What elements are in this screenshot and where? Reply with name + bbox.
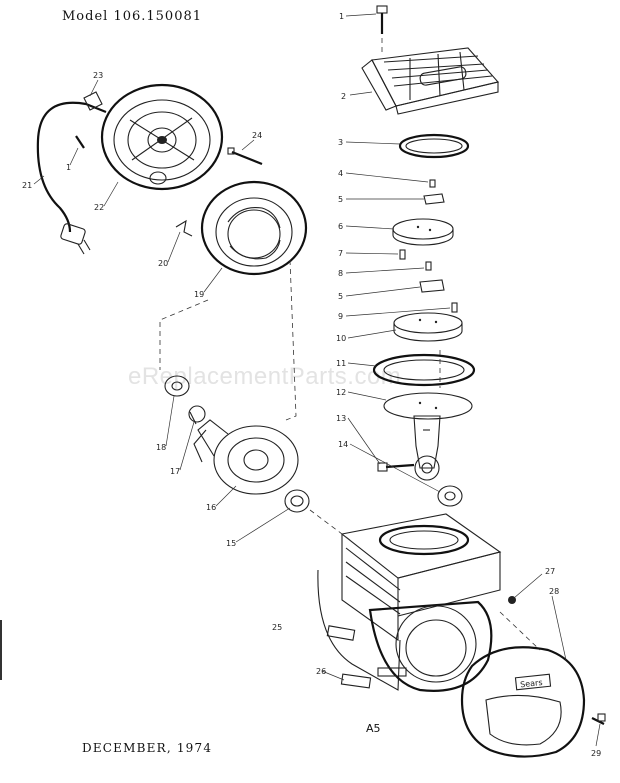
part-reed-valve-upper xyxy=(423,193,445,205)
part-screw-8 xyxy=(425,261,432,271)
label-part-16: 16 xyxy=(206,503,216,512)
part-screw-9 xyxy=(451,302,458,313)
part-rotor-fan-assembly xyxy=(189,411,299,495)
model-number: Model 106.150081 xyxy=(62,9,203,24)
part-crankcase-housing xyxy=(317,513,502,692)
part-end-cover: Sears xyxy=(460,646,586,758)
part-end-bell xyxy=(100,83,224,191)
label-part-11: 11 xyxy=(336,359,346,368)
label-part-3: 3 xyxy=(338,138,343,147)
part-number-labels: 1 2 3 4 5 6 7 8 5 9 10 11 12 13 14 15 16… xyxy=(22,12,601,758)
part-valve-plate xyxy=(393,312,463,342)
label-part-9: 9 xyxy=(338,312,343,321)
part-valve-plate-top xyxy=(392,218,454,246)
part-rod-bolt xyxy=(377,462,415,472)
label-part-20: 20 xyxy=(158,259,168,268)
sheet-number: A5 xyxy=(366,722,381,735)
assembly-line-stator xyxy=(159,259,297,421)
label-part-1: 1 xyxy=(339,12,344,21)
label-part-17: 17 xyxy=(170,467,180,476)
part-screw-left xyxy=(75,135,85,149)
label-part-6: 6 xyxy=(338,222,343,231)
part-cylinder-head xyxy=(361,47,500,115)
label-part-14: 14 xyxy=(338,440,348,449)
label-part-22: 22 xyxy=(94,203,104,212)
part-washer xyxy=(164,375,190,397)
part-through-bolt xyxy=(227,147,263,166)
diagram-date: DECEMBER, 1974 xyxy=(82,741,213,755)
label-part-26: 26 xyxy=(316,667,326,676)
part-head-gasket xyxy=(398,133,470,159)
label-part-29: 29 xyxy=(591,749,601,758)
part-diaphragm-ring-inner xyxy=(383,359,465,381)
part-strain-relief xyxy=(83,91,103,111)
part-rotor-bearing xyxy=(188,405,206,423)
part-shaft-bearing xyxy=(284,489,310,513)
label-part-1b: 1 xyxy=(66,163,71,172)
label-part-15: 15 xyxy=(226,539,236,548)
assembly-line-cover xyxy=(499,611,541,651)
label-part-18: 18 xyxy=(156,443,166,452)
label-part-4: 4 xyxy=(338,169,343,178)
label-part-7: 7 xyxy=(338,249,343,258)
part-screw-top xyxy=(376,5,388,56)
part-rod-bearing xyxy=(437,485,463,507)
nameplate-text: Sears xyxy=(520,678,543,689)
page-edge-mark xyxy=(0,620,2,680)
part-diaphragm-connecting-rod xyxy=(383,392,473,481)
part-head-gasket-inner xyxy=(405,138,463,154)
label-part-13: 13 xyxy=(336,414,346,423)
part-clip xyxy=(175,219,193,237)
leader-lines xyxy=(33,13,601,747)
part-stator-housing xyxy=(200,180,308,276)
label-part-28: 28 xyxy=(549,587,559,596)
part-rubber-foot xyxy=(340,673,372,689)
part-power-cord xyxy=(36,101,107,255)
label-part-19: 19 xyxy=(194,290,204,299)
label-part-5a: 5 xyxy=(338,195,343,204)
label-part-2: 2 xyxy=(341,92,346,101)
label-part-27: 27 xyxy=(545,567,555,576)
label-part-12: 12 xyxy=(336,388,346,397)
label-part-8: 8 xyxy=(338,269,343,278)
label-part-10: 10 xyxy=(336,334,346,343)
label-part-23: 23 xyxy=(93,71,103,80)
label-part-25: 25 xyxy=(272,623,282,632)
part-reed-valve-lower xyxy=(419,279,445,293)
label-part-5b: 5 xyxy=(338,292,343,301)
label-part-21: 21 xyxy=(22,181,32,190)
label-part-24: 24 xyxy=(252,131,262,140)
part-screw-4 xyxy=(429,179,436,188)
part-cover-screw xyxy=(591,713,606,725)
part-screw-7 xyxy=(399,249,406,260)
part-diaphragm-ring xyxy=(372,353,476,387)
